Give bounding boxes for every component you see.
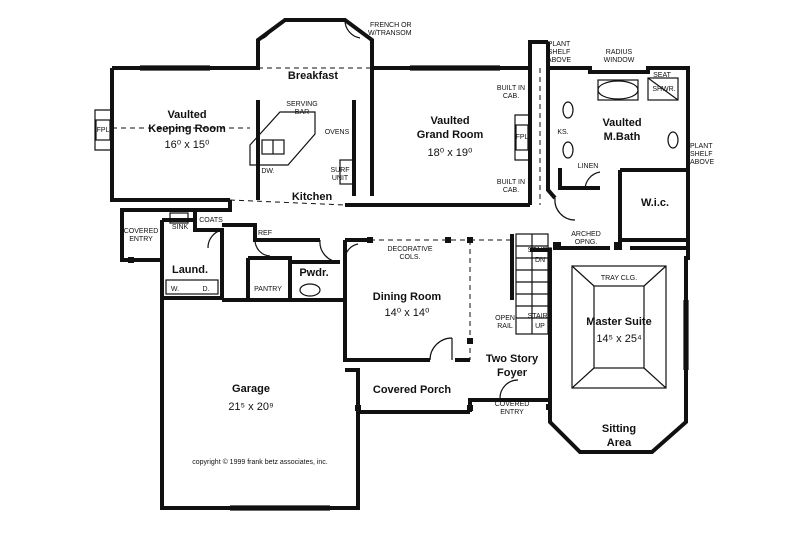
dishwasher-label: DW. <box>261 168 274 175</box>
covered-entry-label-2: ENTRY <box>129 236 153 243</box>
sink-label: SINK <box>172 224 189 231</box>
arched-opening-label-2: OPNG. <box>575 239 598 246</box>
grand-room-title-2: Grand Room <box>417 129 484 141</box>
plant-shelf-right-2: SHELF <box>690 151 713 158</box>
shower-label: SHWR. <box>652 86 675 93</box>
foyer-title-2: Foyer <box>497 367 528 379</box>
transom-label: W/TRANSOM <box>368 30 412 37</box>
ks-label: KS. <box>557 129 568 136</box>
decorative-cols-label-1: DECORATIVE <box>388 246 433 253</box>
seat-label: SEAT <box>653 72 671 79</box>
dining-room-dim: 14⁰ x 14⁰ <box>385 307 430 319</box>
sitting-area-title-2: Area <box>607 437 632 449</box>
grand-room-dim: 18⁰ x 19⁰ <box>428 147 473 159</box>
french-label: FRENCH OR <box>370 22 412 29</box>
pantry-label: PANTRY <box>254 286 282 293</box>
radius-window-label-2: WINDOW <box>604 57 635 64</box>
serving-bar-label-2: BAR <box>295 109 309 116</box>
breakfast-label: Breakfast <box>288 70 338 82</box>
kitchen-island <box>249 111 355 185</box>
radius-window-label-1: RADIUS <box>606 49 633 56</box>
dryer-label: D. <box>203 286 210 293</box>
grand-room-title: Vaulted <box>430 115 469 127</box>
room-labels: Breakfast Vaulted Keeping Room 16⁰ x 15⁰… <box>148 70 669 449</box>
covered-porch-label: Covered Porch <box>373 384 452 396</box>
down-label: DN <box>535 257 545 264</box>
master-suite-title: Master Suite <box>586 316 651 328</box>
linen-label: LINEN <box>578 163 599 170</box>
covered-entry-label-1: COVERED <box>124 228 159 235</box>
front-entry-label-2: ENTRY <box>500 409 524 416</box>
ovens-label: OVENS <box>325 129 350 136</box>
front-entry-label-1: COVERED <box>495 401 530 408</box>
open-rail-label-1: OPEN <box>495 315 515 322</box>
fireplace-left-label: FPL <box>97 127 110 134</box>
sitting-area-title: Sitting <box>602 423 636 435</box>
laundry-sink <box>169 212 189 224</box>
built-in-label-4: CAB. <box>503 187 519 194</box>
copyright-text: copyright © 1999 frank betz associates, … <box>192 458 328 466</box>
garage-dim: 21⁵ x 20⁹ <box>228 401 273 413</box>
master-suite-dim: 14⁵ x 25⁴ <box>596 333 642 345</box>
up-label: UP <box>535 323 545 330</box>
ref-label: REF <box>258 230 272 237</box>
keeping-room-title-2: Keeping Room <box>148 123 226 135</box>
master-bath-title-2: M.Bath <box>604 131 641 143</box>
built-in-label-3: BUILT IN <box>497 179 525 186</box>
keeping-room-dim: 16⁰ x 15⁰ <box>165 139 210 151</box>
open-rail-label-2: RAIL <box>497 323 513 330</box>
foyer-title: Two Story <box>486 353 539 365</box>
garage-title: Garage <box>232 383 270 395</box>
tray-ceiling <box>571 265 667 389</box>
windows <box>140 65 689 511</box>
plant-shelf-right-3: ABOVE <box>690 159 714 166</box>
washer-dryer <box>165 279 219 295</box>
arched-opening-label-1: ARCHED <box>571 231 601 238</box>
annotations: FRENCH OR W/TRANSOM PLANT SHELF ABOVE RA… <box>97 22 715 466</box>
fireplace-grand-label: FPL <box>516 134 529 141</box>
serving-bar-label-1: SERVING <box>286 101 317 108</box>
tray-ceiling-label: TRAY CLG. <box>601 275 637 282</box>
laundry-label: Laund. <box>172 264 208 276</box>
stairs <box>515 233 549 335</box>
bath-fixtures <box>562 77 679 159</box>
plant-shelf-label-2: SHELF <box>548 49 571 56</box>
interior-walls <box>162 68 688 400</box>
toilet-icon <box>299 283 321 297</box>
plant-shelf-label-3: ABOVE <box>547 57 571 64</box>
doors <box>207 19 601 399</box>
keeping-room-title: Vaulted <box>167 109 206 121</box>
walk-in-closet-label: W.i.c. <box>641 197 669 209</box>
dining-room-title: Dining Room <box>373 291 442 303</box>
kitchen-label: Kitchen <box>292 191 333 203</box>
coats-label: COATS <box>199 217 223 224</box>
stairs-up-label: STAIRS <box>528 313 553 320</box>
surface-unit-label-2: UNIT <box>332 175 349 182</box>
surface-unit-label-1: SURF <box>330 167 349 174</box>
washer-label: W. <box>171 286 179 293</box>
columns <box>128 237 622 411</box>
plant-shelf-label-1: PLANT <box>548 41 571 48</box>
fireplaces <box>94 109 530 161</box>
plant-shelf-right-1: PLANT <box>690 143 713 150</box>
dashed-lines <box>112 67 541 360</box>
powder-label: Pwdr. <box>299 267 328 279</box>
master-bath-title: Vaulted <box>602 117 641 129</box>
decorative-cols-label-2: COLS. <box>399 254 420 261</box>
built-in-label-2: CAB. <box>503 93 519 100</box>
stairs-down-label: STAIRS <box>528 247 553 254</box>
built-in-label-1: BUILT IN <box>497 85 525 92</box>
